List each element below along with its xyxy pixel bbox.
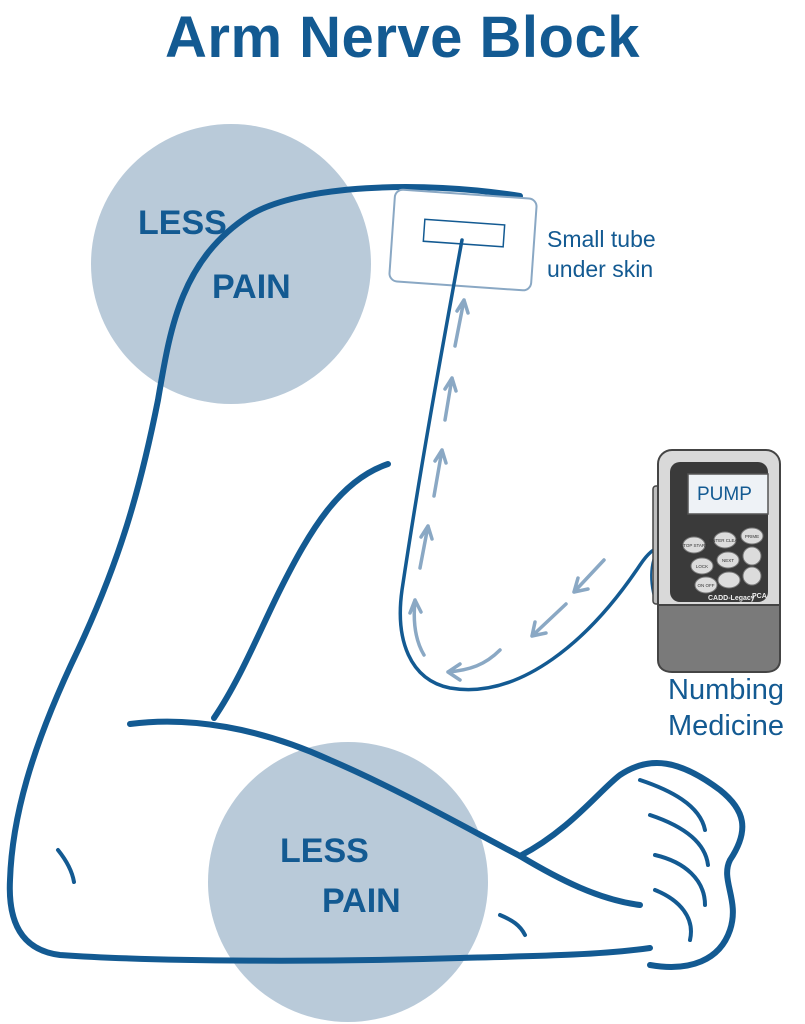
pump-key-stop-start: STOP START <box>680 543 708 548</box>
tube-label-line1: Small tube <box>547 226 656 252</box>
shoulder-pain-circle <box>91 124 371 404</box>
shoulder-less-label: LESS <box>138 204 227 242</box>
shoulder-pain-label: PAIN <box>212 268 291 306</box>
diagram-title: Arm Nerve Block <box>165 5 640 70</box>
pump-model: PCA <box>752 593 767 600</box>
pump-brand: CADD-Legacy <box>708 595 755 602</box>
flow-arrows <box>408 298 606 682</box>
tube-label-line2: under skin <box>547 256 654 282</box>
pump-key-next: NEXT <box>722 558 734 563</box>
numbing-label-line2: Medicine <box>668 710 785 742</box>
pump-screen-text: PUMP <box>697 484 752 505</box>
numbing-medicine-label: Numbing Medicine <box>668 672 784 744</box>
hand-details <box>56 778 710 942</box>
forearm-pain-label: PAIN <box>322 882 401 920</box>
arm-outline <box>6 184 746 970</box>
infusion-pump: STOP START ENTER CLEAR PRIME LOCK NEXT O… <box>650 449 781 673</box>
pump-key-lock: LOCK <box>696 564 708 569</box>
catheter-tube <box>398 238 666 692</box>
forearm-pain-circle <box>208 742 488 1022</box>
pump-key-enter-clear: ENTER CLEAR <box>709 538 741 543</box>
pump-key-prime: PRIME <box>745 534 759 539</box>
numbing-label-line1: Numbing <box>668 674 785 706</box>
forearm-less-label: LESS <box>280 832 369 870</box>
tube-label: Small tube under skin <box>547 224 656 284</box>
pump-key-on-off: ON OFF <box>698 583 715 588</box>
